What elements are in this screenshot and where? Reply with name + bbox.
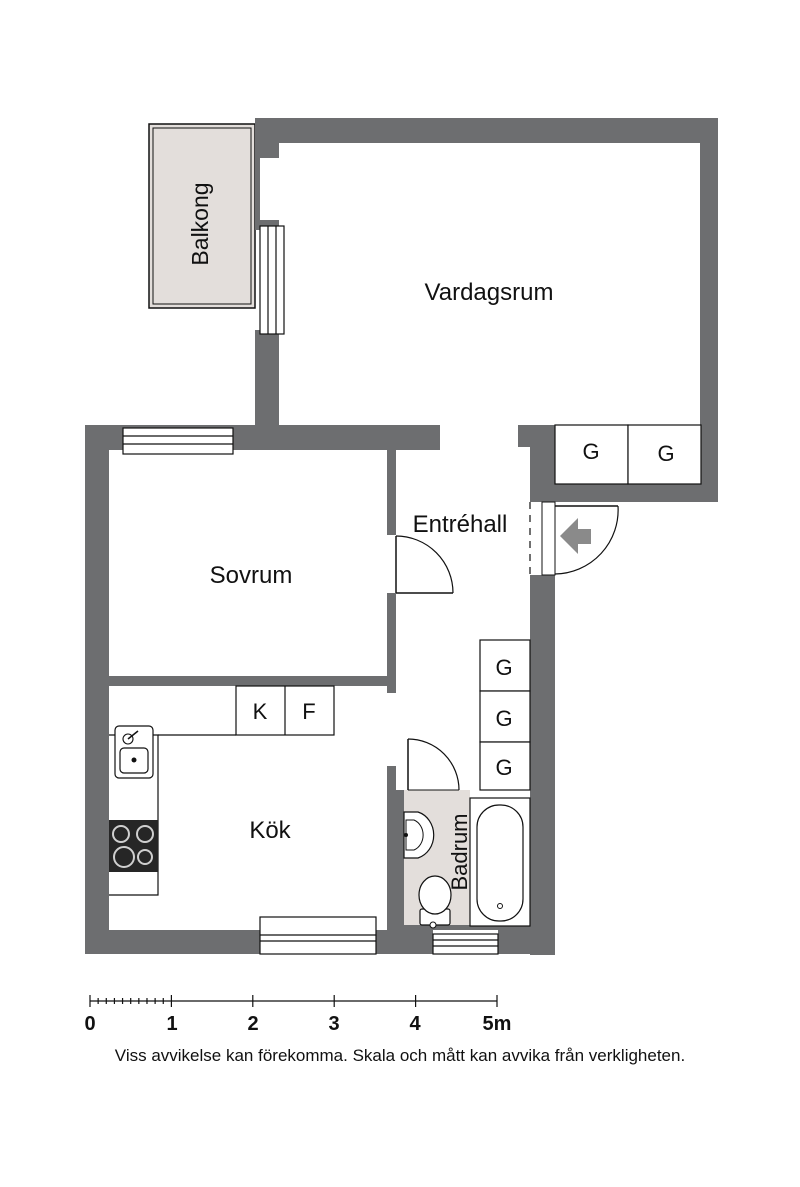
balcony-railing [152,127,252,305]
kitchen-fixtures [109,685,335,896]
wall-bedroom-right-lower [387,593,396,693]
room-label-badrum: Badrum [447,813,472,890]
entrance-door-swing [554,505,619,575]
stove-icon [109,820,158,872]
closet-living-2 [627,424,702,485]
wall-bathroom-left [387,766,396,930]
walls [85,118,718,955]
closet-hall-1 [479,639,531,692]
closet-label: G [582,439,599,464]
closet-label: G [495,655,512,680]
window-balcony-door [259,225,285,335]
freezer-label: F [302,699,315,724]
wall-bottom-left [85,930,260,954]
balcony [148,123,256,309]
sink-icon [114,725,154,779]
wall-balcony-thin [255,158,260,226]
closet-label: G [495,706,512,731]
room-label-balkong: Balkong [187,182,213,265]
wall-bathroom-bottom-inner [387,925,537,930]
balcony-floor [148,123,256,309]
room-label-kok: Kök [249,817,291,844]
scale-tick-label: 2 [247,1013,258,1035]
entrance [529,501,619,576]
bedroom-door [395,535,454,594]
bathroom-fixtures [403,797,531,929]
windows [122,225,499,955]
wall-balcony-jamb-top [255,220,279,230]
closet-label: G [657,441,674,466]
scale-tick-label: 1 [166,1013,177,1035]
wall-left [85,425,109,946]
wall-bottom-mid [376,930,433,954]
hall-closets [479,639,531,791]
room-label-sovrum: Sovrum [210,562,293,589]
bathroom-door [407,738,460,791]
wall-bedroom-right-upper [387,450,396,535]
bathtub-icon [469,797,531,927]
room-label-entrehall: Entréhall [413,511,508,538]
living-closets [554,424,702,485]
wall-living-left-upper [255,118,279,158]
toilet-icon [418,875,452,929]
wall-living-left-lower [255,330,279,427]
closet-label: G [495,755,512,780]
wall-living-top [255,118,718,143]
wall-living-right [700,118,718,502]
wall-living-bottom [530,484,718,502]
wall-bottom-right [498,930,555,954]
scale-tick-label: 3 [328,1013,339,1035]
room-label-vardagsrum: Vardagsrum [425,279,554,306]
scale-bar: 0 1 2 3 4 5m [84,995,511,1035]
closet-hall-3 [479,741,531,791]
washbasin-icon [403,811,435,859]
closet-living-1 [554,424,629,485]
entrance-arrow-icon [560,518,591,554]
wall-bathroom-left-inner [396,790,404,930]
window-bathroom [432,933,499,955]
scale-tick-label: 5m [483,1013,512,1035]
disclaimer-text: Viss avvikelse kan förekomma. Skala och … [114,1046,686,1065]
scale-tick-label: 0 [84,1013,95,1035]
wall-closet-left [530,425,555,502]
fridge-label: K [253,699,268,724]
window-bedroom [122,427,234,455]
wall-bedroom-bottom [109,676,396,686]
scale-tick-label: 4 [409,1013,421,1035]
wall-hall-right [530,575,555,955]
